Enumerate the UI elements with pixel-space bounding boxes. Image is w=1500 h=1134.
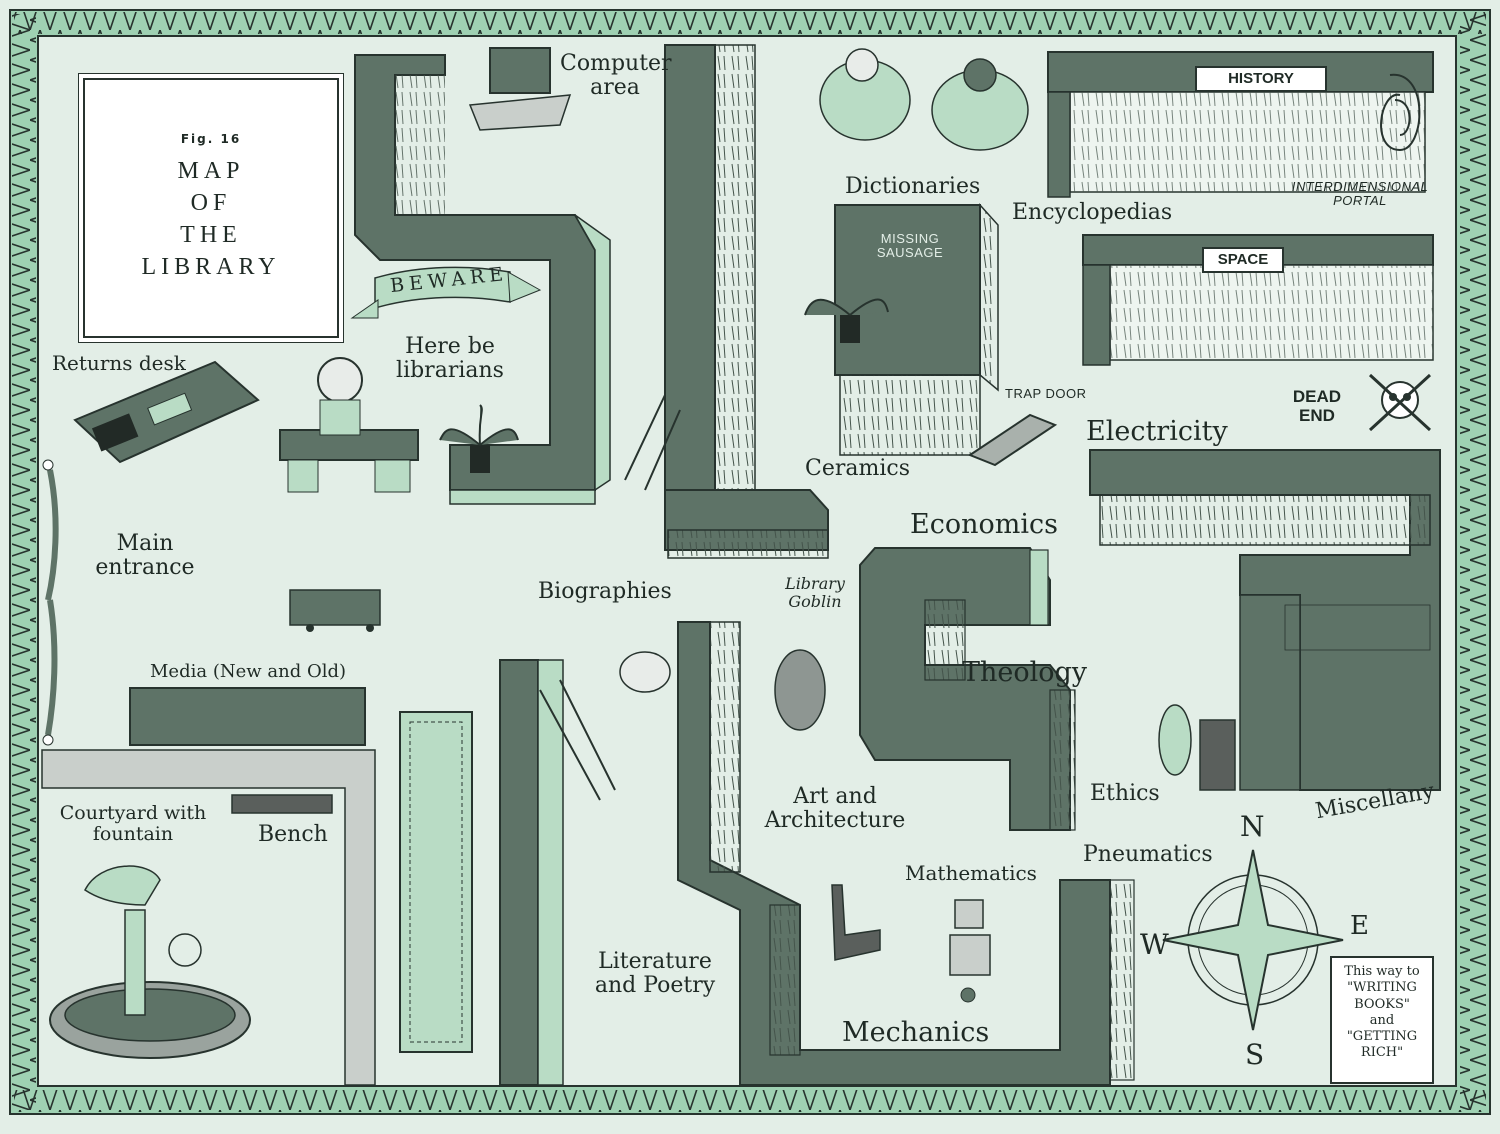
label-main-entrance: Main entrance [95,531,195,581]
label-interdimensional-portal: INTERDIMENSIONAL PORTAL [1291,179,1429,209]
writing-books-sign: This way to "WRITING BOOKS" and "GETTING… [1330,956,1434,1084]
label-biographies: Biographies [538,579,672,604]
compass-south: S [1245,1038,1265,1071]
sign-line-4: and [1369,1012,1395,1028]
chair [831,884,881,961]
literature-shelf [499,659,564,1086]
label-ceramics: Ceramics [805,456,910,481]
librarian-desk [279,357,419,493]
label-media: Media (New and Old) [150,661,346,682]
plants [439,298,889,473]
label-ethics: Ethics [1090,781,1160,806]
economics-theology-shelf [859,547,1076,831]
book-cart [289,589,381,632]
label-trap-door: TRAP DOOR [1005,386,1087,401]
compass-north: N [1240,810,1265,843]
ladders [539,394,681,801]
media-shelf [41,687,376,1086]
compass-west: W [1140,928,1169,961]
computer [468,47,572,131]
art-mechanics-shelf [677,621,1135,1086]
space-placard: SPACE [1202,247,1284,273]
label-theology: Theology [962,657,1088,688]
label-dictionaries: Dictionaries [845,174,981,199]
figure-number: Fig. 16 [180,132,242,146]
trap-door [967,413,1058,467]
returns-desk [73,360,260,464]
label-courtyard: Courtyard with fountain [59,802,207,845]
label-bench: Bench [258,822,328,847]
label-here-be-librarians: Here be librarians [396,334,504,384]
seven-shelf [1089,449,1441,791]
rug [399,711,473,1053]
label-electricity: Electricity [1086,416,1228,447]
label-mechanics: Mechanics [842,1017,990,1048]
sign-line-1: This way to [1344,964,1420,979]
compass [1162,849,1344,1031]
map-title-box: Fig. 16 MAP OF THE LIBRARY [83,78,339,338]
title-line-4: LIBRARY [141,254,281,280]
robot [949,899,991,1003]
dictionaries-shelf [834,203,999,456]
label-returns-desk: Returns desk [52,351,186,375]
water-fountain [1158,704,1236,791]
skull [1368,373,1432,432]
title-line-2: OF [190,190,232,216]
label-encyclopedias: Encyclopedias [1012,200,1173,225]
compass-east: E [1350,911,1369,941]
label-dead-end: DEAD END [1292,387,1342,425]
label-pneumatics: Pneumatics [1083,842,1213,867]
fountain [49,865,251,1059]
history-shelf [1047,51,1434,198]
reading-nook [819,48,1029,151]
sign-line-2: "WRITING [1347,980,1417,996]
beware-banner [350,266,542,319]
title-line-3: THE [180,222,242,248]
label-literature-poetry: Literature and Poetry [594,949,716,999]
sign-line-6: RICH" [1360,1045,1404,1061]
label-library-goblin: Library Goblin [785,574,845,611]
creatures [619,649,826,731]
label-computer-area: Computer area [560,51,672,101]
space-shelf [1082,234,1434,366]
title-line-1: MAP [177,158,245,184]
s-shelf [354,54,611,505]
label-economics: Economics [910,509,1058,540]
sign-line-3: BOOKS" [1354,996,1410,1012]
entrance-doors [42,459,59,746]
sign-line-5: "GETTING [1346,1029,1418,1044]
label-art-architecture: Art and Architecture [764,784,906,834]
label-mathematics: Mathematics [905,861,1037,885]
label-missing-sausage: MISSING SAUSAGE [876,231,944,261]
history-placard: HISTORY [1195,66,1327,92]
l-shelf [664,44,829,559]
